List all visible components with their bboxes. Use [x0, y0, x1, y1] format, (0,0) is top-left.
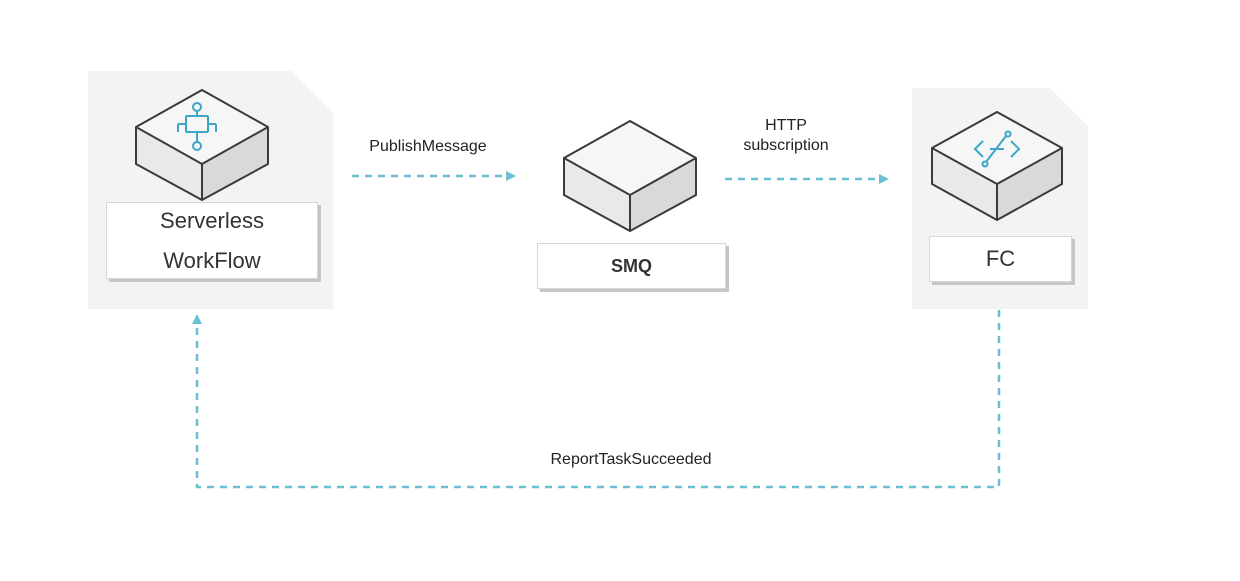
http-label-line1: HTTP	[765, 117, 807, 134]
publish-message-label: PublishMessage	[369, 138, 487, 155]
fc-label: FC	[985, 246, 1016, 271]
workflow-label-line2: WorkFlow	[163, 247, 261, 273]
smq-label-card: SMQ	[537, 243, 726, 289]
workflow-label-card: Serverless WorkFlow	[106, 202, 318, 279]
report-task-succeeded-label: ReportTaskSucceeded	[550, 451, 712, 468]
http-subscription-label: HTTP subscription	[716, 116, 856, 156]
workflow-cube	[135, 89, 269, 201]
workflow-icon	[177, 102, 217, 151]
function-compute-icon	[973, 130, 1021, 168]
smq-cube	[563, 120, 697, 232]
smq-label: SMQ	[610, 256, 652, 276]
fc-cube	[931, 111, 1063, 221]
workflow-label-line1: Serverless	[160, 207, 264, 233]
report-arrow	[192, 310, 1001, 489]
http-label-line2: subscription	[743, 137, 829, 154]
fc-label-card: FC	[929, 236, 1072, 282]
